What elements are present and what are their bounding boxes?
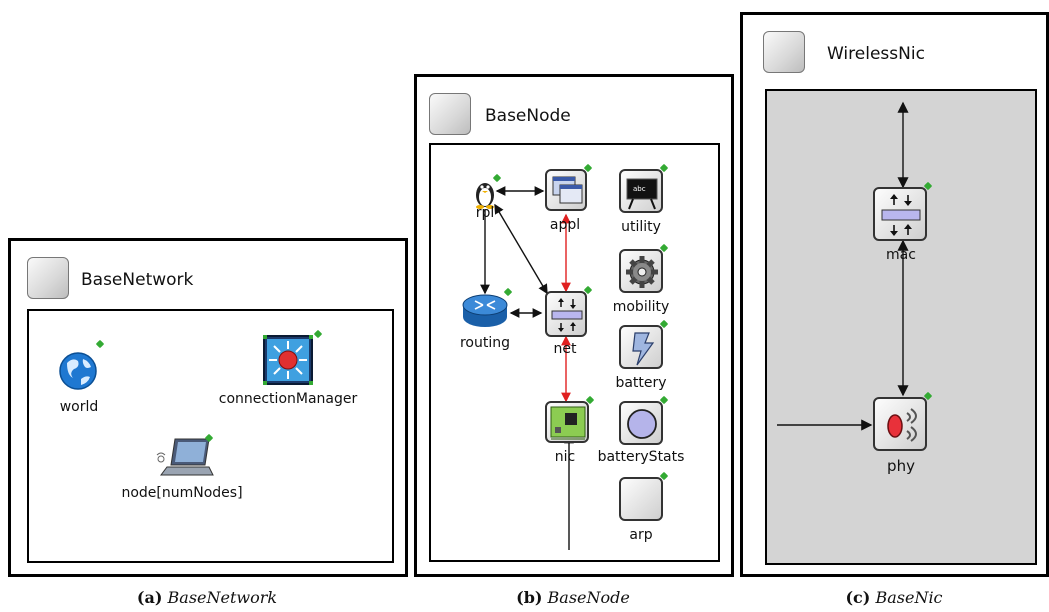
caption-letter: (c) <box>845 588 871 607</box>
connection-manager-icon[interactable] <box>263 335 323 395</box>
nic-module[interactable] <box>545 401 589 443</box>
module-label-rpl: rpl <box>475 205 495 221</box>
svg-text:abc: abc <box>633 185 646 193</box>
globe-icon[interactable] <box>59 345 121 405</box>
caption-name: BaseNic <box>875 588 943 607</box>
panel-title: BaseNetwork <box>81 270 194 290</box>
phy-module[interactable] <box>873 397 927 451</box>
panel-base-network: BaseNetwork world connectionManager <box>8 238 408 577</box>
connections-layer <box>480 186 574 550</box>
module-label-arp: arp <box>629 527 653 543</box>
laptop-icon[interactable] <box>155 437 225 487</box>
module-label-net: net <box>553 341 577 357</box>
caption-b: (b) BaseNode <box>516 588 630 607</box>
circle-icon <box>627 409 657 439</box>
module-label-connection-manager: connectionManager <box>218 391 358 407</box>
caption-name: BaseNetwork <box>167 588 278 607</box>
module-label-battery: battery <box>615 375 667 391</box>
blackboard-icon: abc <box>626 178 658 210</box>
net-module[interactable] <box>545 291 587 337</box>
nic-canvas: mac phy <box>765 89 1037 565</box>
compound-module-icon <box>27 257 69 299</box>
layer-arrows-icon <box>881 194 921 236</box>
gear-icon <box>626 256 658 288</box>
module-label-battery-stats: batteryStats <box>597 449 685 465</box>
panel-title: BaseNode <box>485 106 571 126</box>
network-canvas: world connectionManager node[n <box>27 309 394 563</box>
appl-module[interactable] <box>545 169 587 211</box>
radio-icon <box>887 408 917 442</box>
panel-wireless-nic: WirelessNic mac <box>740 12 1049 577</box>
compound-module-icon <box>763 31 805 73</box>
module-label-phy: phy <box>887 457 915 475</box>
caption-name: BaseNode <box>547 588 630 607</box>
penguin-icon[interactable] <box>471 177 501 211</box>
module-label-mac: mac <box>886 247 916 263</box>
lightning-icon <box>632 332 655 366</box>
module-label-nic: nic <box>554 449 576 465</box>
module-label-node: node[numNodes] <box>121 485 243 501</box>
connections-layer <box>777 101 909 431</box>
caption-c: (c) BaseNic <box>845 588 942 607</box>
windows-icon <box>552 176 583 204</box>
mobility-module[interactable] <box>619 249 663 293</box>
panel-title: WirelessNic <box>827 44 925 64</box>
utility-module[interactable]: abc <box>619 169 663 213</box>
module-label-utility: utility <box>621 219 661 235</box>
battery-module[interactable] <box>619 325 663 369</box>
caption-letter: (a) <box>136 588 163 607</box>
module-label-mobility: mobility <box>612 299 670 315</box>
arp-module[interactable] <box>619 477 663 521</box>
module-label-world: world <box>59 399 99 415</box>
caption-letter: (b) <box>516 588 543 607</box>
caption-a: (a) BaseNetwork <box>137 588 277 607</box>
compound-module-icon <box>429 93 471 135</box>
module-label-routing: routing <box>459 335 511 351</box>
network-card-icon <box>550 406 586 440</box>
module-label-appl: appl <box>549 217 581 233</box>
layer-arrows-icon <box>551 298 583 332</box>
router-icon[interactable] <box>461 291 511 331</box>
battery-stats-module[interactable] <box>619 401 663 445</box>
panel-base-node: BaseNode <box>414 74 734 577</box>
mac-module[interactable] <box>873 187 927 241</box>
node-canvas: rpl appl abc utility <box>429 143 720 562</box>
